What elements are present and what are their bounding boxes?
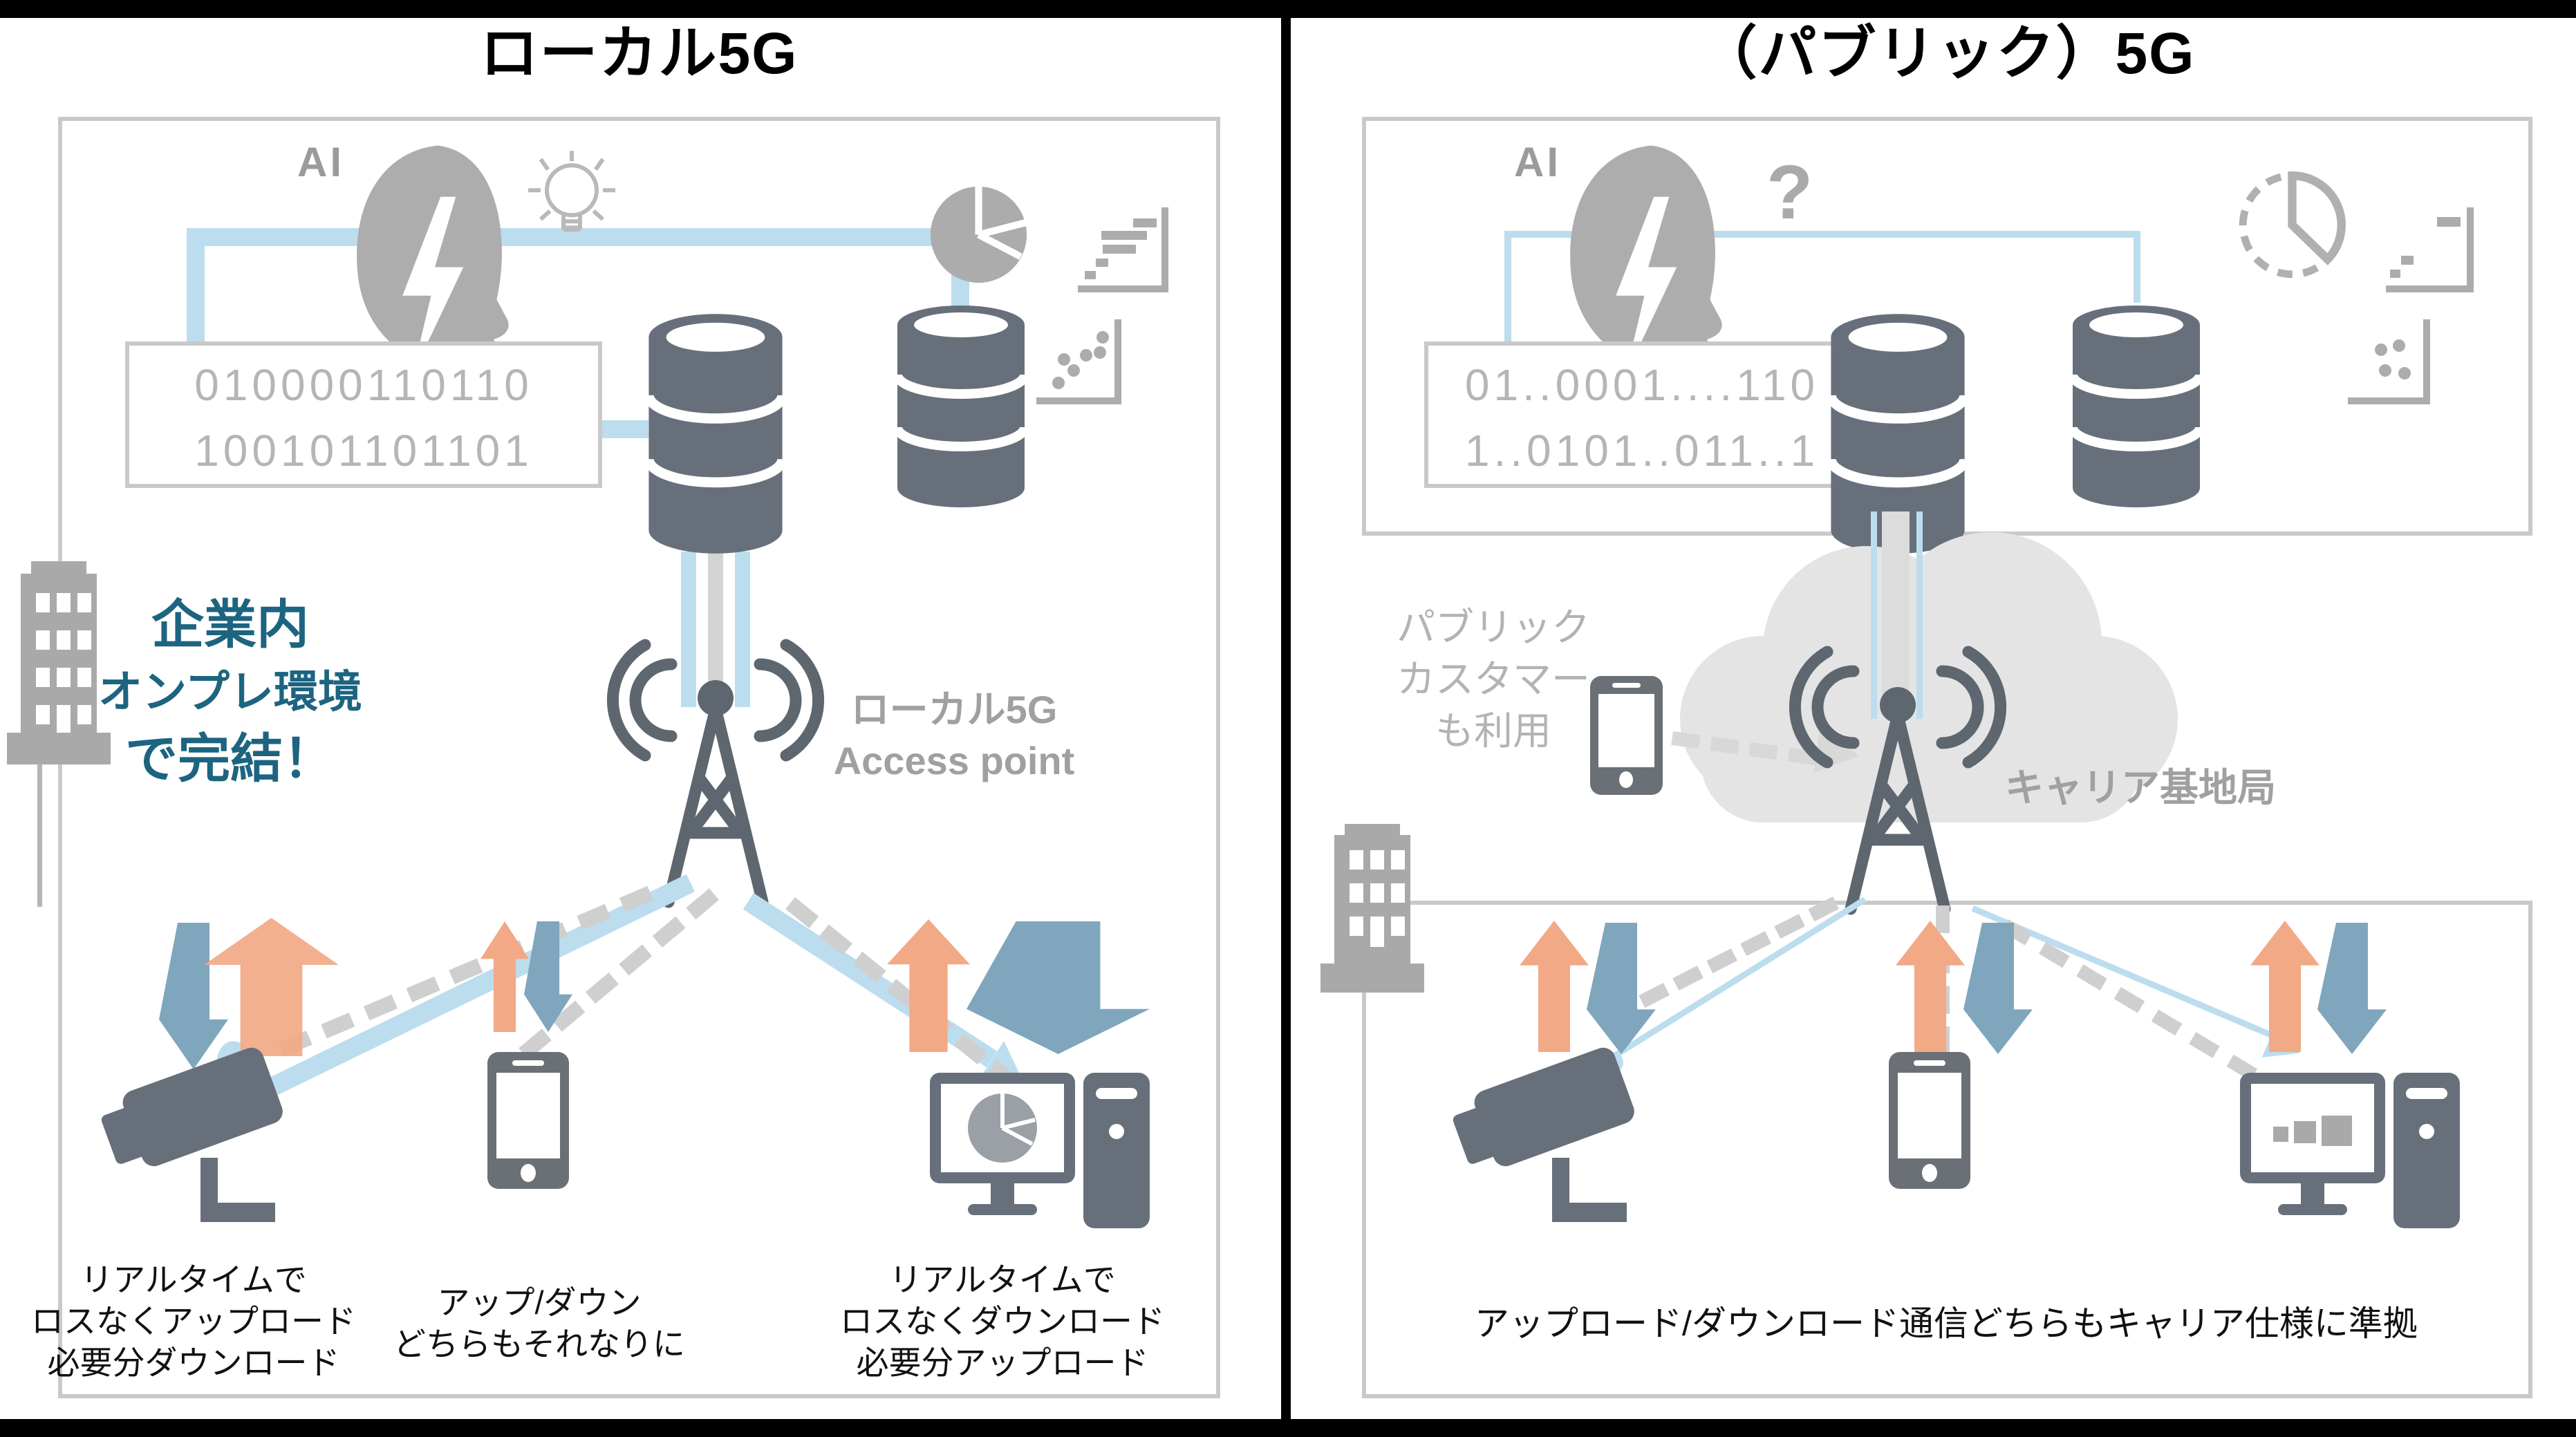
onprem-text: 企業内 オンプレ環境 で完結！ <box>50 591 410 796</box>
onprem-line-3: で完結！ <box>125 730 335 789</box>
left-binary-line-1: 010000110110 <box>194 360 533 410</box>
left-binary-box: 010000110110 100101101101 <box>125 341 602 488</box>
ap-label-line-2: Access point <box>833 739 1075 782</box>
right-downlink-gray-band <box>1882 511 1910 712</box>
scatter-chart-icon <box>1034 317 1130 406</box>
caption-line: 必要分アップロード <box>856 1344 1149 1381</box>
right-binary-line-1: 01..0001....110 <box>1464 360 1820 410</box>
base-station-label: キャリア基地局 <box>2005 766 2276 809</box>
pie-chart-icon <box>928 185 1029 285</box>
camera-icon-left <box>90 1030 318 1251</box>
smartphone-icon-left <box>487 1052 569 1189</box>
left-panel-title: ローカル5G <box>480 21 799 86</box>
caption-line: リアルタイムで <box>889 1261 1116 1298</box>
right-connector-horizontal <box>1504 231 2140 238</box>
right-connector-vertical-binary <box>1504 231 1511 341</box>
caption-line: ロスなくアップロード <box>31 1303 356 1340</box>
antenna-icon-left <box>605 626 826 916</box>
lightbulb-icon <box>520 147 624 264</box>
building-icon-right <box>1320 824 1431 1114</box>
scatter-chart-icon-sparse <box>2345 317 2438 406</box>
database-icon-right-1 <box>1825 311 1970 556</box>
antenna-icon-right <box>1787 632 2008 923</box>
right-connector-vertical-db2 <box>2134 231 2140 303</box>
bar-chart-icon <box>1074 206 1174 296</box>
building-icon-left <box>7 561 118 907</box>
question-mark-icon: ? <box>1766 150 1813 235</box>
left-binary-line-2: 100101101101 <box>194 426 533 476</box>
right-downlink-line-b <box>1916 511 1923 719</box>
left-caption-phone: アップ/ダウン どちらもそれなりに <box>360 1282 719 1365</box>
onprem-line-2: オンプレ環境 <box>97 667 363 717</box>
left-downlink-line-gray <box>708 552 723 707</box>
desktop-pc-icon-right <box>2240 1073 2461 1246</box>
database-icon-right-2 <box>2067 303 2205 510</box>
left-connector-vertical-binary <box>187 228 205 344</box>
right-binary-line-2: 1..0101..011..1 <box>1464 426 1820 476</box>
caption-line: アップ/ダウン <box>437 1284 642 1321</box>
left-caption-camera: リアルタイムで ロスなくアップロード 必要分ダウンロード <box>14 1259 373 1384</box>
right-binary-box: 01..0001....110 1..0101..011..1 <box>1424 341 1860 488</box>
database-icon-left-1 <box>643 311 788 556</box>
caption-line: どちらもそれなりに <box>393 1326 686 1362</box>
caption-line: ロスなくダウンロード <box>840 1303 1165 1340</box>
desktop-pc-icon-left <box>930 1073 1151 1246</box>
bar-chart-icon-sparse <box>2382 206 2479 296</box>
left-ai-label: AI <box>297 139 344 185</box>
customer-line: も利用 <box>1435 709 1551 753</box>
left-connector-binary-db <box>600 420 648 438</box>
right-panel-title: （パブリック）5G <box>1699 21 2196 86</box>
clock-icon <box>2239 171 2346 279</box>
right-ai-label: AI <box>1514 139 1561 185</box>
caption-line: 必要分ダウンロード <box>47 1344 340 1381</box>
public-customer-phone-icon <box>1590 676 1663 795</box>
left-downlink-line-a <box>681 552 696 707</box>
right-downlink-line-a <box>1871 511 1877 719</box>
customer-line: カスタマー <box>1397 657 1590 701</box>
ap-label-line-1: ローカル5G <box>850 688 1058 731</box>
left-caption-pc: リアルタイムで ロスなくダウンロード 必要分アップロード <box>823 1259 1182 1384</box>
public-customer-label: パブリック カスタマー も利用 <box>1376 601 1611 757</box>
smartphone-icon-right <box>1889 1052 1970 1189</box>
center-divider <box>1281 0 1291 1437</box>
left-downlink-line-b <box>735 552 750 707</box>
caption-line: リアルタイムで <box>80 1261 307 1298</box>
onprem-line-1: 企業内 <box>151 596 309 655</box>
customer-line: パブリック <box>1397 605 1590 649</box>
database-icon-left-2 <box>892 303 1030 510</box>
camera-icon-right <box>1441 1030 1670 1251</box>
right-caption: アップロード/ダウンロード通信どちらもキャリア仕様に準拠 <box>1475 1304 2418 1343</box>
ap-label: ローカル5G Access point <box>823 684 1085 787</box>
